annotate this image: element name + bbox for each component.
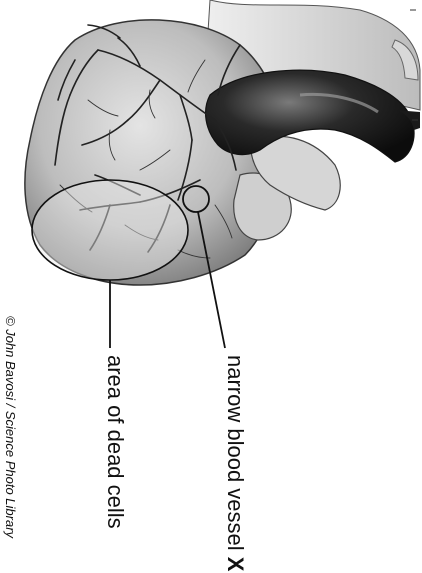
narrow-blood-vessel-text: narrow blood vessel	[223, 355, 248, 551]
dead-cells-region	[32, 180, 188, 280]
vessel-letter-x: X	[223, 557, 248, 572]
narrow-blood-vessel-label: narrow blood vessel X	[222, 355, 248, 571]
photo-credit: © John Bavosi / Science Photo Library	[3, 316, 18, 538]
dead-cells-label: area of dead cells	[102, 355, 128, 529]
